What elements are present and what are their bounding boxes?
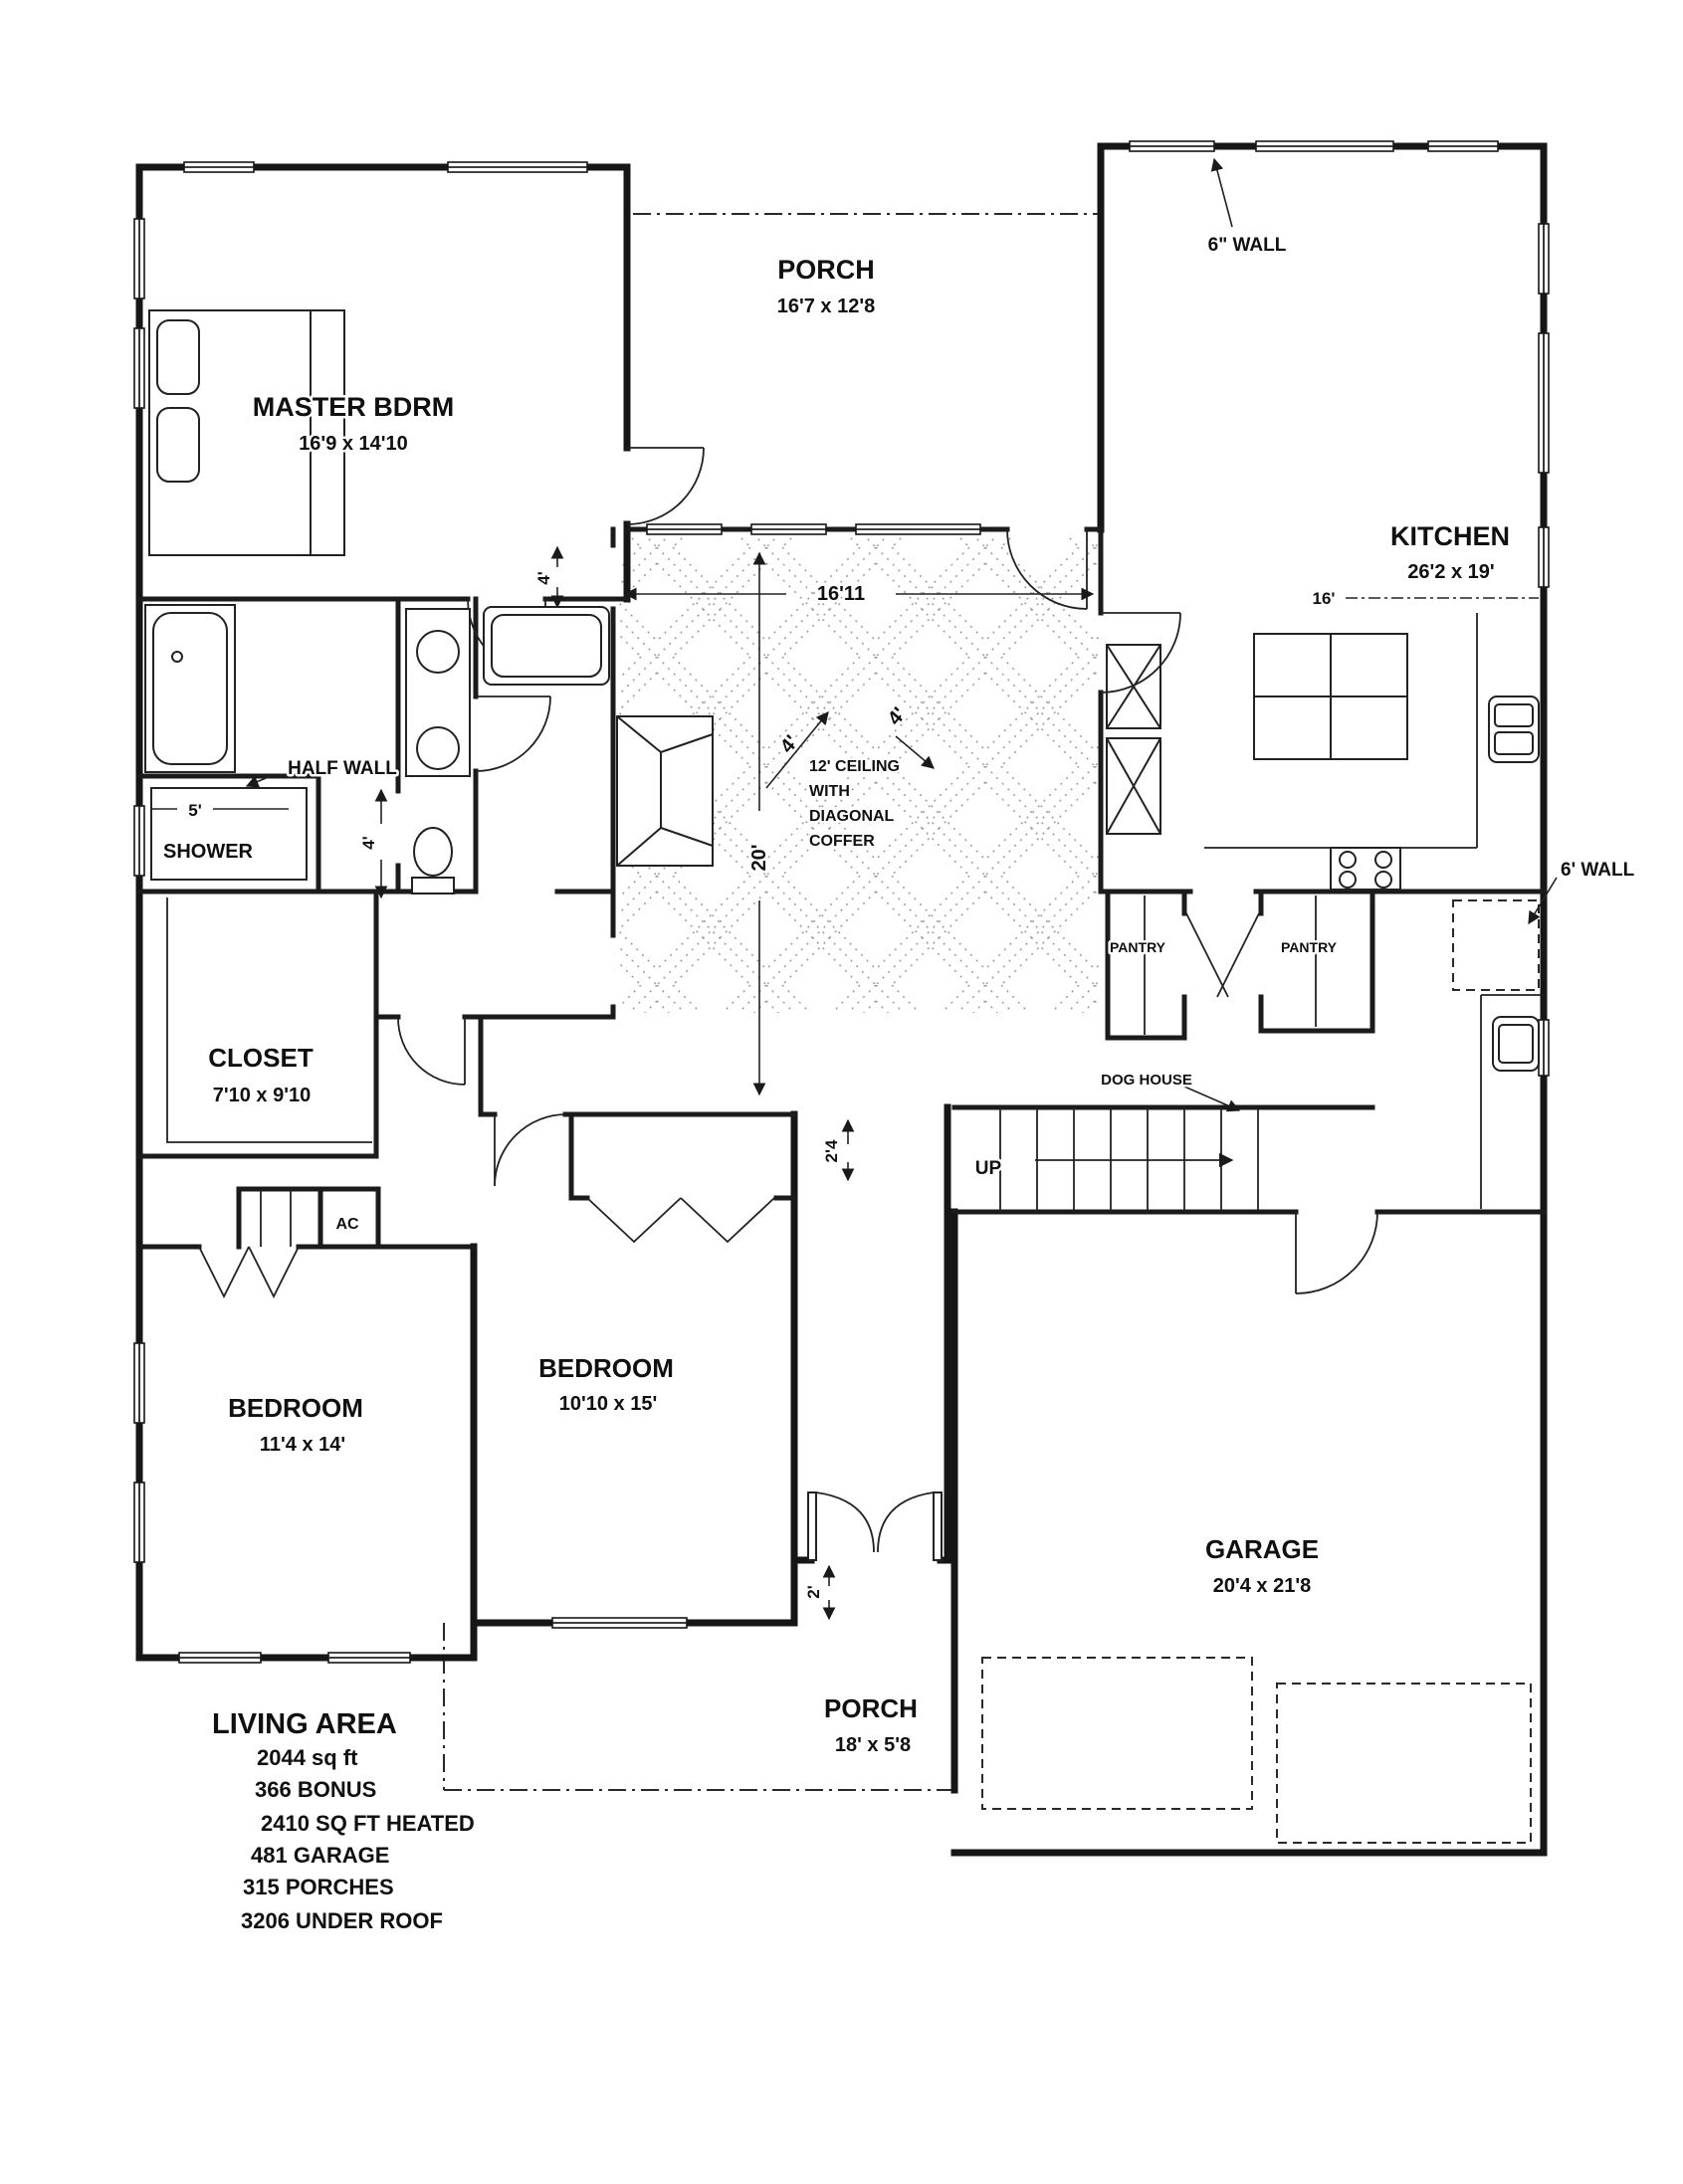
kitchen-label: KITCHEN: [1390, 521, 1510, 551]
closet-label: CLOSET: [208, 1043, 314, 1073]
ceiling-note-line4: COFFER: [809, 833, 875, 850]
porch-top-dims: 16'7 x 12'8: [777, 296, 876, 317]
utility-counter: [1480, 994, 1544, 1209]
labels: MASTER BDRM 16'9 x 14'10 PORCH 16'7 x 12…: [161, 233, 1638, 1759]
bed: [148, 309, 345, 556]
dim-20: 20': [748, 844, 770, 871]
dog-house-label: DOG HOUSE: [1101, 1072, 1192, 1089]
porch-bottom-dims: 18' x 5'8: [835, 1734, 911, 1756]
utility-sink: [1492, 1016, 1540, 1072]
ceiling-note-line3: DIAGONAL: [809, 808, 895, 825]
fixtures: [144, 309, 1544, 1844]
refrigerator: [1106, 644, 1161, 835]
stats-line-bonus: 366 BONUS: [255, 1777, 376, 1802]
pantry-shelves: [1144, 895, 1317, 1035]
stats-block: LIVING AREA 2044 sq ft 366 BONUS 2410 SQ…: [210, 1706, 478, 1936]
ac-label: AC: [335, 1216, 359, 1233]
stats-line-porches: 315 PORCHES: [243, 1875, 394, 1899]
bifold-doors-bedroom-mid-closet: [586, 1197, 775, 1244]
ceiling-note-line2: WITH: [809, 783, 850, 800]
bedroom-left-dims: 11'4 x 14': [260, 1434, 345, 1456]
master-bedroom-dims: 16'9 x 14'10: [299, 433, 408, 455]
dim-2-4: 2'4: [822, 1139, 841, 1162]
closet-shelf: [166, 897, 372, 1143]
pantry-left-label: PANTRY: [1110, 939, 1166, 955]
garage-dashed-area-left: [981, 1657, 1253, 1810]
bedroom-left-label: BEDROOM: [228, 1393, 363, 1423]
exterior-walls: [135, 142, 1548, 1857]
french-doors: [807, 1491, 943, 1561]
master-bedroom-label: MASTER BDRM: [253, 392, 455, 422]
garden-tub: [483, 606, 610, 686]
stats-line-under-roof: 3206 UNDER ROOF: [241, 1908, 443, 1933]
porch-top-label: PORCH: [777, 255, 875, 285]
ceiling-note-line1: 12' CEILING: [809, 758, 900, 775]
toilet: [411, 827, 455, 894]
windows: [133, 140, 1550, 1664]
bifold-doors-bedroom-left: [198, 1246, 300, 1299]
stats-line-heated: 2410 SQ FT HEATED: [261, 1811, 475, 1836]
kitchen-island: [1253, 633, 1408, 760]
kitchen-sink: [1488, 695, 1540, 763]
linen-shelves: [260, 1189, 292, 1247]
doors: [198, 447, 1378, 1561]
garage-label: GARAGE: [1205, 1534, 1319, 1564]
stairs: [999, 1107, 1259, 1212]
stairs-up-label: UP: [975, 1158, 1002, 1179]
wall-6in-note: 6" WALL: [1208, 235, 1287, 256]
porch-bottom-label: PORCH: [824, 1693, 918, 1723]
shower-label: SHOWER: [163, 841, 254, 863]
closet-dims: 7'10 x 9'10: [213, 1085, 312, 1106]
shower-pan: [150, 787, 308, 881]
pantry-doors: [1185, 912, 1260, 998]
wall-6ft-note: 6' WALL: [1561, 860, 1635, 881]
stats-title: LIVING AREA: [212, 1708, 397, 1740]
bedroom-mid-dims: 10'10 x 15': [559, 1393, 658, 1415]
kitchen-counter: [1204, 613, 1478, 849]
fireplace: [616, 715, 714, 867]
stats-line-sqft: 2044 sq ft: [257, 1745, 358, 1770]
stats-line-garage: 481 GARAGE: [251, 1843, 389, 1868]
upper-cabinets-dashed: [1452, 899, 1540, 991]
dim-4-foyer: 4': [534, 571, 553, 585]
garage-dashed-area-right: [1276, 1683, 1532, 1844]
kitchen-dims: 26'2 x 19': [1407, 561, 1494, 583]
pantry-right-label: PANTRY: [1281, 939, 1338, 955]
half-wall-note: HALF WALL: [288, 758, 397, 779]
dim-4-bath: 4': [359, 836, 378, 850]
vanity-double-sink: [405, 608, 471, 777]
dim-5: 5': [188, 801, 202, 820]
dim-16-11: 16'11: [817, 583, 865, 605]
bedroom-mid-label: BEDROOM: [538, 1353, 674, 1383]
garage-dims: 20'4 x 21'8: [1213, 1575, 1312, 1597]
bathtub: [144, 604, 236, 773]
dim-16: 16': [1313, 589, 1336, 608]
roof-dash-lines: [443, 213, 1098, 1791]
range-cooktop: [1330, 847, 1401, 891]
dimension-lines: [151, 157, 1558, 1621]
dim-2: 2': [804, 1585, 823, 1599]
